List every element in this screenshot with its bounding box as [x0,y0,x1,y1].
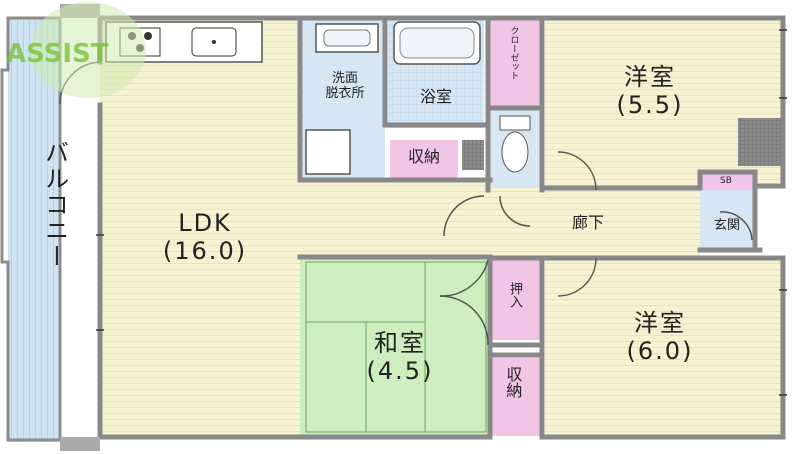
tatami-lines [305,261,487,433]
sb-label: SB [720,176,732,186]
washbasin-icon [315,23,379,53]
balcony-area [8,18,60,442]
washer-icon [305,129,351,175]
washroom-line2: 脱衣所 [325,85,365,101]
pipe-shaft-small [462,140,484,170]
bath-label: 浴室 [419,87,452,106]
sb-floor [700,172,755,190]
entrance-label: 玄関 [713,218,740,233]
bathtub-icon [393,21,481,65]
western2-size: (6.0) [626,336,694,365]
closet-label: クローゼット [508,26,519,80]
western2-floor [545,258,783,438]
western1-name: 洋室 [624,63,676,91]
storage1-label: 収納 [407,147,440,166]
assist-logo: ASSIST [6,2,146,98]
japanese-room-name: 和室 [374,329,426,357]
oshiire-label: 押入 [506,282,522,308]
hallway-floor [490,188,700,258]
ldk-floor [100,18,300,438]
pipe-shaft [738,118,783,166]
ldk-floor-lower [300,182,490,257]
storage2-floor [490,358,542,436]
svg-text:ASSIST: ASSIST [6,39,109,69]
balcony-label: バルコニー [40,140,69,270]
windows [96,29,787,396]
western2-name: 洋室 [634,309,686,337]
storage2-label: 収納 [503,366,523,398]
storage1-floor [390,140,458,178]
closet-floor [490,18,542,108]
oshiire-floor [490,260,542,340]
toilet-icon [499,115,531,173]
balcony-outline [0,16,62,442]
japanese-room-floor [300,257,490,437]
western1-label: 洋室 (5.5) [600,63,700,119]
ldk-label: LDK (16.0) [150,209,260,265]
washroom-line1: 洗面 [331,71,358,86]
ldk-name: LDK [178,209,232,237]
hallway-label: 廊下 [571,213,604,232]
japanese-room-label: 和室 (4.5) [350,329,450,385]
entrance-floor [700,188,755,250]
japanese-room-size: (4.5) [366,356,434,385]
western1-size: (5.5) [616,90,684,119]
western2-label: 洋室 (6.0) [610,309,710,365]
ldk-size: (16.0) [162,236,248,265]
washroom-label: 洗面 脱衣所 [315,71,375,102]
sink-icon [191,27,237,57]
